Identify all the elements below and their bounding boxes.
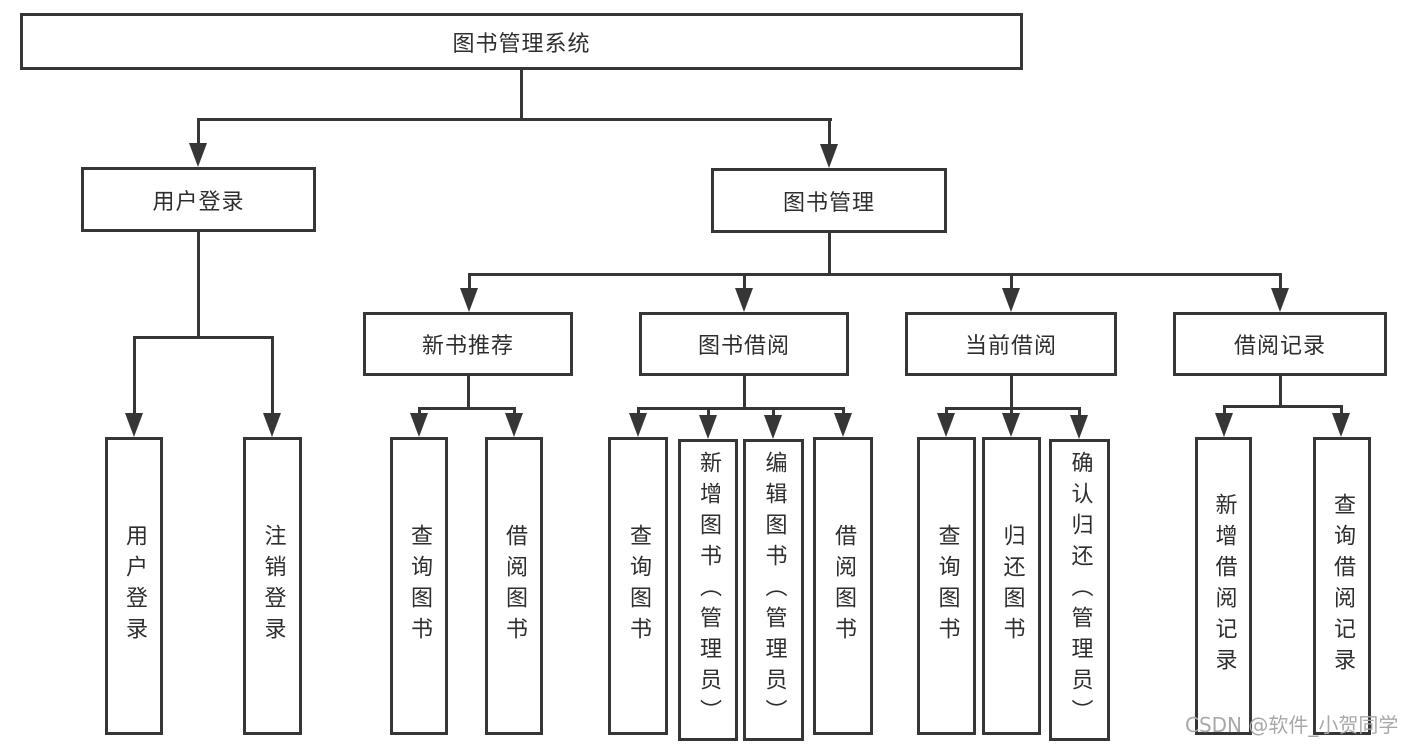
node-label: 图书管理: [782, 190, 875, 216]
node-library-management-system: 图书管理系统: [20, 13, 1023, 70]
arrowhead-user-login-leaf: [125, 413, 143, 437]
arrowhead-user-login: [189, 143, 207, 167]
leaf-borrow-books-recommend: 借阅图书: [485, 437, 543, 735]
leaf-query-borrow-record: 查询借阅记录: [1313, 437, 1371, 735]
arrowhead-book-management: [820, 144, 838, 168]
edge-root-rail: [197, 118, 832, 121]
node-label: 图书管理系统: [452, 31, 591, 57]
node-label: 新书推荐: [421, 334, 514, 359]
leaf-query-books-borrow: 查询图书: [608, 437, 668, 735]
leaf-logout: 注销登录: [243, 437, 302, 735]
arrowhead-query-books-recommend: [410, 413, 428, 437]
edge-recommend-rail: [418, 407, 516, 410]
arrowhead-logout-leaf: [263, 413, 281, 437]
arrowhead-confirm-return-admin: [1070, 415, 1088, 439]
arrowhead-borrow-record: [1271, 288, 1289, 312]
edge-userlogin-stem: [197, 232, 200, 336]
leaf-label: 编辑图书（管理员）: [761, 450, 787, 730]
leaf-label: 查询借阅记录: [1330, 493, 1355, 679]
edge-record-drop-1: [1223, 405, 1226, 415]
csdn-watermark: CSDN @软件_小贺同学: [1185, 713, 1399, 737]
leaf-label: 新增借阅记录: [1211, 493, 1237, 679]
leaf-label: 查询图书: [934, 524, 960, 648]
leaf-add-borrow-record: 新增借阅记录: [1195, 437, 1252, 735]
edge-bookmgmt-drop-4: [1279, 273, 1282, 289]
leaf-label: 新增图书（管理员）: [696, 450, 721, 730]
edge-borrow-drop-1: [637, 407, 640, 415]
edge-borrow-drop-2: [707, 407, 710, 415]
leaf-label: 查询图书: [407, 524, 432, 648]
edge-record-rail: [1223, 405, 1343, 408]
leaf-query-books-recommend: 查询图书: [390, 437, 448, 735]
edge-borrow-rail: [637, 407, 845, 410]
arrowhead-new-book-recommend: [460, 288, 478, 312]
node-book-borrow: 图书借阅: [639, 312, 849, 376]
leaf-label: 归还图书: [999, 524, 1025, 648]
edge-root-drop-left: [197, 118, 200, 146]
edge-bookmgmt-drop-3: [1010, 273, 1013, 289]
edge-borrow-drop-4: [842, 407, 845, 415]
arrowhead-query-books-current: [937, 413, 955, 437]
node-user-login: 用户登录: [81, 167, 316, 232]
node-borrow-record: 借阅记录: [1173, 312, 1387, 376]
node-current-borrow: 当前借阅: [905, 312, 1117, 376]
edge-root-drop-right: [828, 118, 831, 146]
edge-current-drop-1: [945, 407, 948, 415]
edge-userlogin-drop-2: [271, 336, 274, 413]
node-label: 用户登录: [152, 189, 245, 215]
leaf-edit-books-admin: 编辑图书（管理员）: [743, 439, 804, 741]
edge-current-drop-3: [1078, 407, 1081, 415]
edge-borrow-drop-3: [772, 407, 775, 415]
leaf-confirm-return-admin: 确认归还（管理员）: [1049, 439, 1110, 741]
arrowhead-edit-books-admin: [764, 415, 782, 439]
arrowhead-return-books: [1002, 413, 1020, 437]
edge-userlogin-rail: [133, 336, 274, 339]
edge-record-drop-2: [1340, 405, 1343, 415]
edge-current-stem: [1010, 376, 1013, 407]
leaf-label: 查询图书: [626, 524, 651, 648]
arrowhead-query-borrow-record: [1332, 413, 1350, 437]
edge-bookmgmt-drop-1: [468, 273, 471, 289]
edge-root-stem: [520, 68, 523, 120]
leaf-return-books: 归还图书: [982, 437, 1041, 735]
edge-record-stem: [1279, 376, 1282, 405]
arrowhead-add-books-admin: [699, 415, 717, 439]
leaf-label: 借阅图书: [831, 524, 856, 648]
node-label: 图书借阅: [697, 334, 790, 359]
node-book-management: 图书管理: [711, 168, 947, 233]
arrowhead-borrow-books-recommend: [505, 413, 523, 437]
node-new-book-recommend: 新书推荐: [363, 312, 573, 376]
arrowhead-add-borrow-record: [1215, 413, 1233, 437]
node-label: 当前借阅: [964, 334, 1057, 359]
edge-recommend-drop-2: [513, 407, 516, 415]
edge-bookmgmt-stem: [828, 233, 831, 273]
leaf-query-books-current: 查询图书: [917, 437, 976, 735]
edge-userlogin-drop-1: [133, 336, 136, 413]
leaf-label: 用户登录: [122, 524, 147, 648]
arrowhead-borrow-books: [834, 413, 852, 437]
node-label: 借阅记录: [1233, 334, 1326, 359]
edge-current-drop-2: [1010, 407, 1013, 415]
leaf-user-login: 用户登录: [105, 437, 163, 735]
leaf-borrow-books: 借阅图书: [813, 437, 873, 735]
edge-bookmgmt-rail: [468, 273, 1282, 276]
edge-current-rail: [945, 407, 1081, 410]
arrowhead-book-borrow: [735, 288, 753, 312]
arrowhead-query-books-borrow: [629, 413, 647, 437]
edge-bookmgmt-drop-2: [743, 273, 746, 289]
edge-recommend-stem: [467, 376, 470, 407]
leaf-label: 确认归还（管理员）: [1067, 450, 1093, 730]
edge-recommend-drop-1: [418, 407, 421, 415]
edge-borrow-stem: [743, 376, 746, 407]
leaf-label: 注销登录: [260, 524, 286, 648]
leaf-label: 借阅图书: [502, 524, 527, 648]
arrowhead-current-borrow: [1002, 288, 1020, 312]
leaf-add-books-admin: 新增图书（管理员）: [678, 439, 738, 741]
